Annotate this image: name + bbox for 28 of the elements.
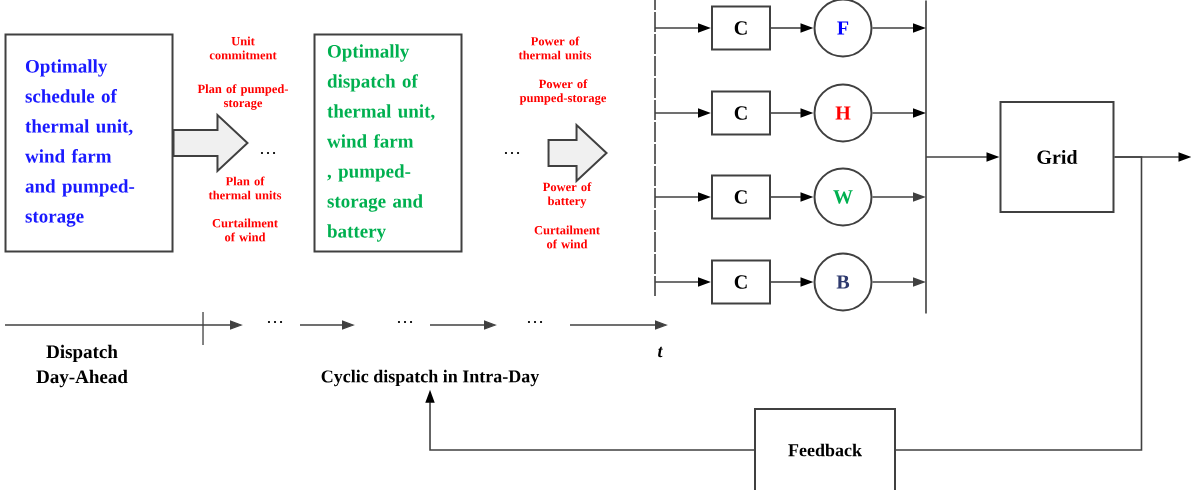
- block-arrow: [547, 122, 608, 184]
- label-text: Curtailment of wind: [212, 218, 278, 242]
- ellipsis: …: [504, 151, 520, 155]
- bus-line: [925, 0, 927, 315]
- schedule-box: Optimally schedule of thermal unit, wind farm and pumped-storage: [4, 33, 174, 253]
- ellipsis: …: [267, 320, 283, 324]
- axis-label: t: [658, 346, 663, 358]
- ellipsis: …: [260, 151, 276, 155]
- converter-box: C: [711, 5, 771, 51]
- label-text: Curtailment of wind: [534, 225, 600, 249]
- label-text: Unit commitment: [209, 36, 277, 60]
- label-text: Power of thermal units: [518, 36, 592, 60]
- label-text: Plan of thermal units: [208, 176, 282, 200]
- heading-text: Cyclic dispatch in Intra-Day: [321, 369, 540, 387]
- ellipsis: …: [397, 320, 413, 324]
- grid-box: Grid: [999, 101, 1115, 213]
- axis-label: Dispatch Day-Ahead: [36, 344, 128, 388]
- block-arrow: [172, 112, 249, 174]
- converter-box: C: [711, 259, 771, 305]
- dispatch-box: Optimally dispatch of thermal unit, wind farm , pumped-storage and battery: [313, 33, 463, 253]
- label-text: Power of battery: [542, 182, 592, 208]
- ellipsis: …: [527, 320, 543, 324]
- feedback-box: Feedback: [754, 408, 896, 490]
- label-text: Plan of pumped-storage: [197, 84, 289, 110]
- converter-box: C: [711, 174, 771, 220]
- label-text: Power of pumped-storage: [519, 79, 607, 105]
- dashed-bus-line: [654, 0, 656, 297]
- converter-box: C: [711, 90, 771, 136]
